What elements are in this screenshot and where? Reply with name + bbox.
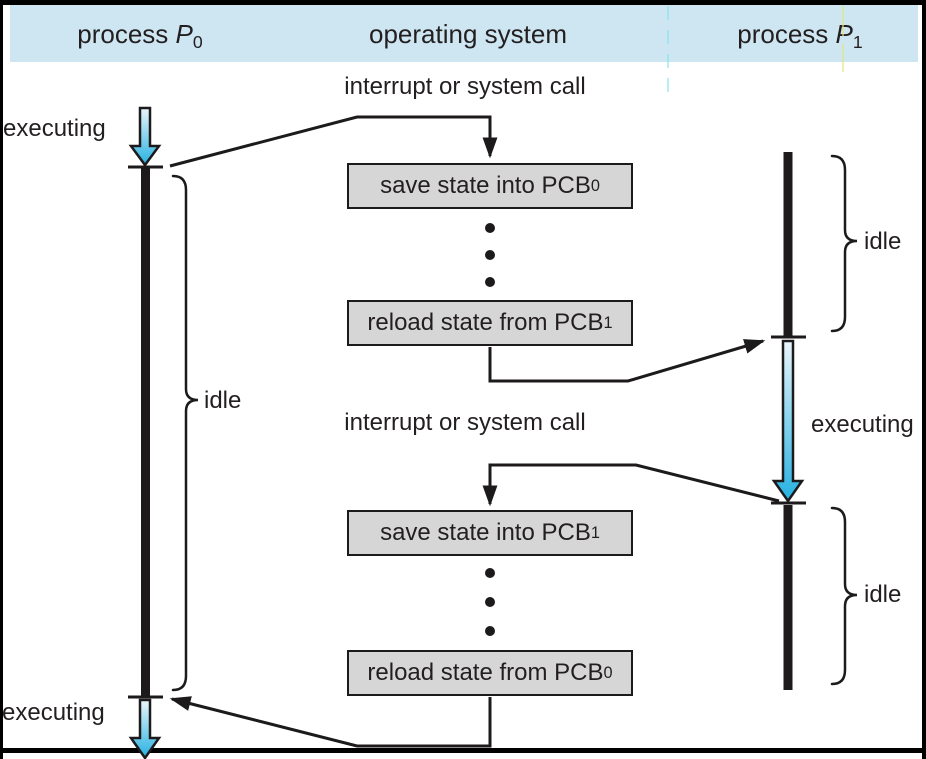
label-executing-p0-top: executing (3, 115, 106, 142)
frame-border-left (0, 0, 3, 759)
box-reload-state-pcb1-sub: 1 (603, 313, 613, 332)
executing-arrow-p1 (771, 339, 805, 504)
box-save-state-pcb1-sub: 1 (590, 523, 600, 542)
label-idle-p0: idle (204, 387, 242, 414)
arrow-reload-pcb1-to-p1 (488, 339, 766, 383)
label-idle-p1-bottom: idle (864, 581, 902, 608)
arrow-p1-to-save-pcb1 (482, 463, 780, 507)
header-process-p1-prefix: process (737, 19, 836, 49)
box-reload-state-pcb1-text: reload state from PCB (367, 309, 604, 336)
frame-border-bottom (0, 748, 926, 753)
ellipsis-dots-upper (485, 223, 495, 287)
box-reload-state-pcb0-sub: 0 (603, 663, 613, 682)
header-process-p0-prefix: process (77, 19, 176, 49)
label-executing-p0-bottom: executing (2, 699, 105, 726)
box-save-state-pcb0-text: save state into PCB (380, 172, 591, 199)
box-save-state-pcb0-sub: 0 (590, 176, 600, 195)
label-interrupt-or-system-call-mid: interrupt or system call (344, 409, 586, 436)
idle-brace-p1-bottom (830, 506, 858, 686)
executing-arrow-p0-top (128, 106, 162, 168)
label-idle-p1-top: idle (864, 228, 902, 255)
arrow-p0-to-save-pcb0 (169, 115, 498, 168)
box-save-state-pcb1-text: save state into PCB (380, 519, 591, 546)
label-interrupt-or-system-call-top: interrupt or system call (344, 73, 586, 100)
ellipsis-dots-lower (485, 568, 495, 636)
header-process-p0-var: P (175, 19, 193, 49)
header-process-p0-sub: 0 (192, 31, 203, 52)
idle-brace-p0 (171, 174, 199, 692)
idle-brace-p1-top (830, 154, 858, 333)
frame-border-right (922, 0, 926, 759)
header-operating-system: operating system (369, 19, 567, 49)
header-process-p1-sub: 1 (852, 31, 863, 52)
header-process-p1: process P1 (700, 19, 900, 52)
arrow-reload-pcb0-to-p0 (169, 696, 492, 748)
header-process-p1-var: P (835, 19, 853, 49)
header-process-p0: process P0 (40, 19, 240, 52)
frame-border-top (0, 0, 926, 5)
box-reload-state-pcb0-text: reload state from PCB (367, 659, 604, 686)
header-band (10, 5, 918, 62)
label-executing-p1: executing (811, 411, 914, 438)
